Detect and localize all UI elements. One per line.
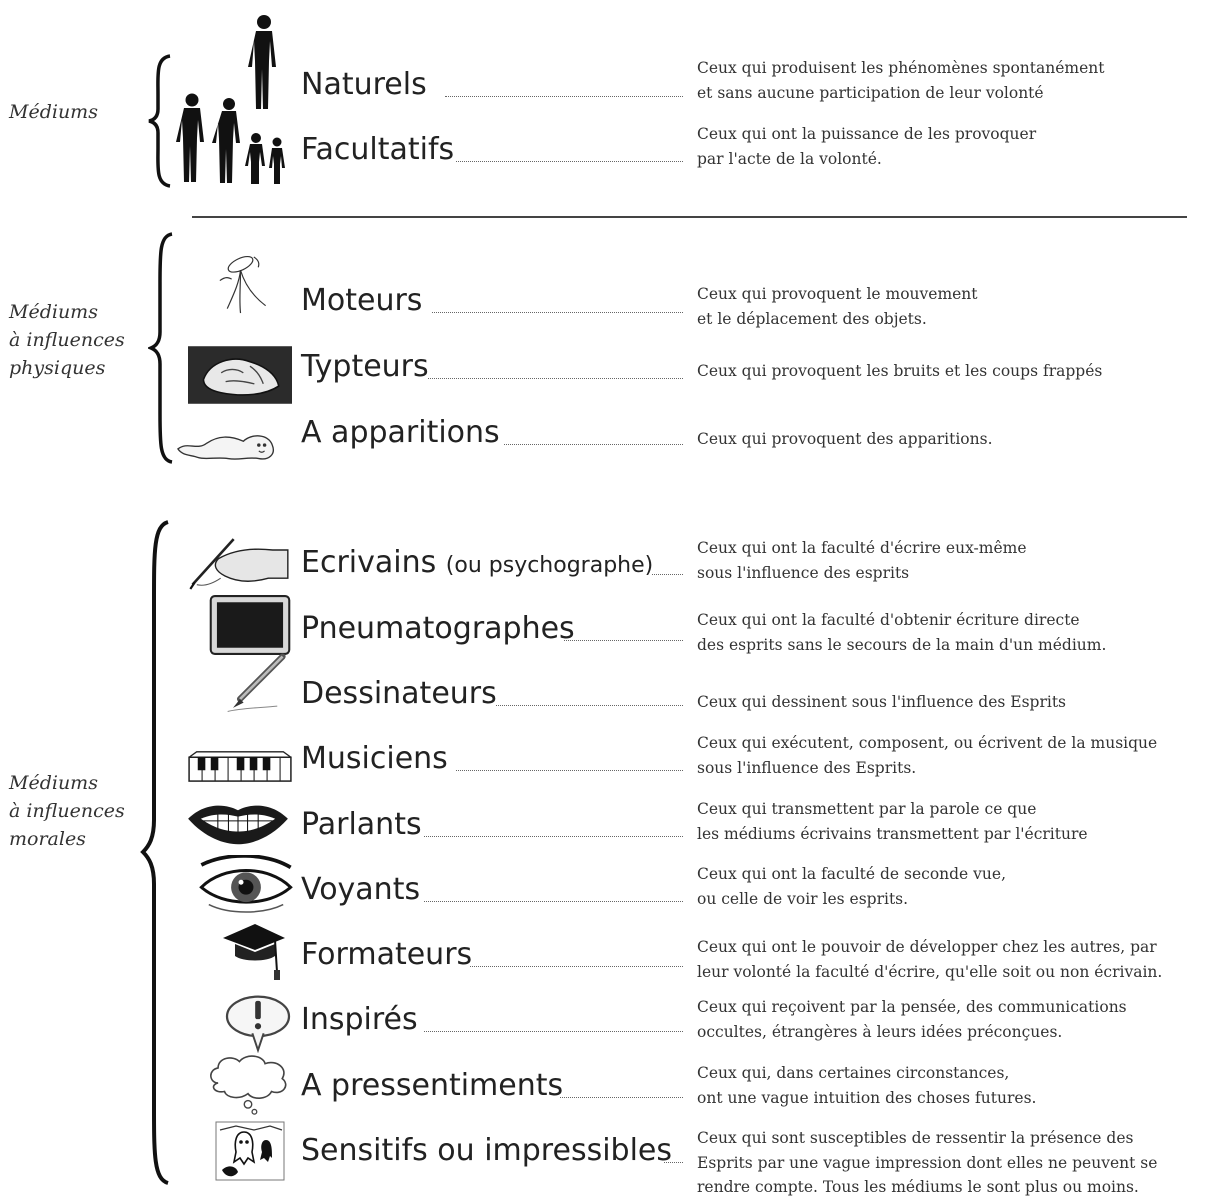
medium-type-description: Ceux qui provoquent les bruits et les co…: [697, 362, 1103, 380]
medium-type-name: Typteurs: [301, 349, 429, 384]
ghost-icon: [177, 435, 274, 460]
list-item: Pneumatographes Ceux qui ont la faculté …: [0, 595, 1211, 670]
medium-type-description: Ceux qui provoquent le mouvement et le d…: [697, 285, 978, 328]
list-item: Parlants Ceux qui transmettent par la pa…: [0, 800, 1211, 866]
medium-type-name: Formateurs: [301, 937, 473, 972]
brace-morales: [140, 520, 169, 1185]
piano-keys-icon: [188, 751, 292, 782]
writing-hand-icon: [189, 538, 289, 590]
knocking-hand-icon: [188, 346, 292, 404]
medium-type-description: Ceux qui reçoivent par la pensée, des co…: [697, 998, 1127, 1041]
dotted-leader: [424, 901, 683, 902]
medium-type-name: Pneumatographes: [301, 611, 575, 646]
dotted-leader: [564, 640, 683, 641]
floating-table-icon: [219, 255, 266, 314]
dotted-leader: [496, 705, 683, 706]
list-item: Typteurs Ceux qui provoquent les bruits …: [0, 346, 1211, 408]
list-item: Moteurs Ceux qui provoquent le mouvement…: [0, 255, 1211, 342]
list-item: A apparitions Ceux qui provoquent des ap…: [0, 414, 1211, 474]
dotted-leader: [445, 96, 683, 97]
ghosts-scene-icon: [215, 1121, 285, 1181]
slate-icon: [209, 595, 291, 655]
medium-type-name: Ecrivains (ou psychographe): [301, 545, 654, 580]
group-label-line: Médiums: [9, 101, 98, 123]
medium-type-description: Ceux qui sont susceptibles de ressentir …: [697, 1129, 1158, 1196]
exclamation-bubble-icon: [225, 995, 291, 1053]
medium-type-description: Ceux qui ont le pouvoir de développer ch…: [697, 938, 1163, 981]
dotted-leader: [428, 378, 683, 379]
group-label-line: physiques: [9, 357, 106, 379]
medium-type-name-extra: (ou psychographe): [445, 553, 654, 578]
medium-type-description: Ceux qui provoquent des apparitions.: [697, 430, 993, 448]
medium-type-name: A apparitions: [301, 415, 500, 450]
dotted-leader: [560, 1097, 683, 1098]
medium-type-name: Moteurs: [301, 283, 423, 318]
dotted-leader: [664, 1162, 683, 1163]
graduation-cap-icon: [223, 924, 285, 980]
list-item: Voyants Ceux qui ont la faculté de secon…: [0, 855, 1211, 931]
list-item: Musiciens Ceux qui exécutent, composent,…: [0, 734, 1211, 800]
dotted-leader: [424, 1031, 683, 1032]
list-item: Ecrivains (ou psychographe) Ceux qui ont…: [0, 538, 1211, 604]
medium-type-name: Voyants: [301, 872, 421, 907]
medium-type-name: Sensitifs ou impressibles: [301, 1133, 673, 1168]
medium-type-description: Ceux qui ont la faculté d'écrire eux-mêm…: [697, 539, 1027, 582]
list-item: Formateurs Ceux qui ont le pouvoir de dé…: [0, 924, 1211, 996]
group-label-physiques: Médiums à influences physiques: [9, 298, 125, 382]
medium-type-name: A pressentiments: [301, 1068, 564, 1103]
group-label-line: morales: [9, 828, 86, 850]
group-label-line: à influences: [9, 800, 125, 822]
dotted-leader: [456, 161, 683, 162]
medium-type-description: Ceux qui, dans certaines circonstances, …: [697, 1064, 1037, 1107]
section-divider: [192, 216, 1187, 218]
list-item: Inspirés Ceux qui reçoivent par la pensé…: [0, 995, 1211, 1061]
dotted-leader: [424, 836, 683, 837]
pencil-icon: [227, 653, 286, 712]
list-item: A pressentiments Ceux qui, dans certaine…: [0, 1055, 1211, 1127]
brace-mediums: [148, 54, 171, 188]
medium-type-description: Ceux qui ont la puissance de les provoqu…: [697, 125, 1037, 168]
list-item: Dessinateurs Ceux qui dessinent sous l'i…: [0, 653, 1211, 735]
medium-type-name: Dessinateurs: [301, 676, 497, 711]
dotted-leader: [470, 966, 683, 967]
medium-type-name: Facultatifs: [301, 132, 455, 167]
list-item: Naturels Ceux qui produisent les phénomè…: [0, 59, 1211, 126]
dotted-leader: [652, 574, 683, 575]
group-label-mediums: Médiums: [9, 98, 98, 126]
group-label-morales: Médiums à influences morales: [9, 769, 125, 853]
human-family-icon: [176, 15, 285, 184]
mouth-icon: [188, 805, 288, 845]
list-item: Facultatifs Ceux qui ont la puissance de…: [0, 125, 1211, 191]
brace-physiques: [148, 232, 173, 464]
dotted-leader: [432, 312, 683, 313]
group-label-line: Médiums: [9, 301, 98, 323]
medium-type-description: Ceux qui ont la faculté d'obtenir écritu…: [697, 611, 1107, 654]
medium-type-description: Ceux qui produisent les phénomènes spont…: [697, 59, 1105, 102]
thought-cloud-icon: [210, 1055, 287, 1115]
medium-type-name: Musiciens: [301, 741, 448, 776]
medium-type-description: Ceux qui ont la faculté de seconde vue, …: [697, 865, 1007, 908]
medium-type-description: Ceux qui transmettent par la parole ce q…: [697, 800, 1088, 843]
group-label-line: Médiums: [9, 772, 98, 794]
dotted-leader: [456, 770, 683, 771]
group-label-line: à influences: [9, 329, 125, 351]
medium-type-name: Parlants: [301, 807, 422, 842]
eye-icon: [199, 855, 293, 913]
medium-type-name: Naturels: [301, 67, 427, 102]
medium-type-description: Ceux qui exécutent, composent, ou écrive…: [697, 734, 1158, 777]
medium-type-name: Inspirés: [301, 1002, 418, 1037]
medium-type-description: Ceux qui dessinent sous l'influence des …: [697, 693, 1067, 711]
list-item: Sensitifs ou impressibles Ceux qui sont …: [0, 1121, 1211, 1196]
dotted-leader: [504, 444, 683, 445]
